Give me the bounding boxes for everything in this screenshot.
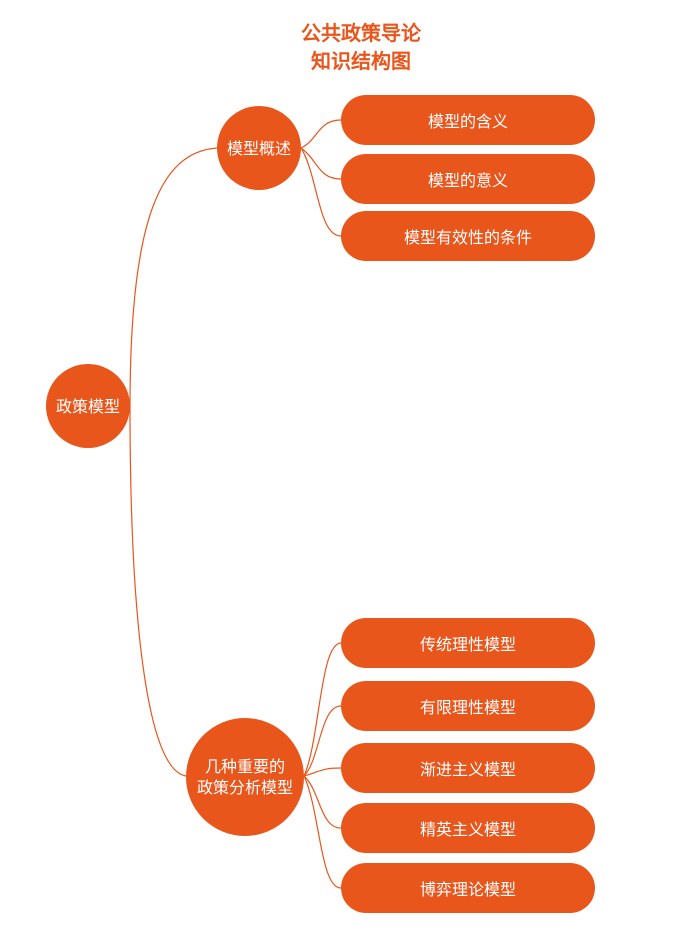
branch-node-label-line2: 政策分析模型	[196, 778, 293, 797]
diagram-title-line1: 公共政策导论	[301, 21, 421, 45]
leaf-node-model-significance[interactable]: 模型的意义	[341, 154, 595, 204]
connector-models-to-leaf1	[303, 642, 342, 777]
connector-models-to-leaf4	[303, 775, 342, 829]
leaf-node-label: 传统理性模型	[419, 635, 516, 654]
leaf-node-label: 博弈理论模型	[419, 880, 516, 899]
connector-models-to-leaf3	[303, 767, 342, 777]
leaf-node-model-meaning[interactable]: 模型的含义	[341, 95, 595, 145]
connector-overview-to-leaf1	[300, 119, 342, 149]
connector-models-to-leaf2	[303, 705, 342, 777]
leaf-node-game-theory[interactable]: 博弈理论模型	[341, 863, 595, 913]
connector-root-to-models	[129, 405, 187, 777]
connector-overview-to-leaf3	[300, 147, 342, 237]
branch-node-label: 模型概述	[226, 138, 291, 158]
branch-node-model-overview[interactable]: 模型概述	[217, 106, 301, 190]
leaf-node-label: 模型的含义	[427, 112, 508, 131]
root-node[interactable]: 政策模型	[46, 364, 130, 448]
leaf-node-label: 有限理性模型	[419, 698, 516, 717]
leaf-node-incrementalism[interactable]: 渐进主义模型	[341, 743, 595, 793]
leaf-node-bounded-rational[interactable]: 有限理性模型	[341, 681, 595, 731]
leaf-node-traditional-rational[interactable]: 传统理性模型	[341, 618, 595, 668]
leaf-node-label: 渐进主义模型	[419, 760, 516, 779]
branch-node-policy-models[interactable]: 几种重要的 政策分析模型	[186, 718, 304, 836]
connector-root-to-overview	[129, 147, 218, 407]
connector-overview-to-leaf2	[300, 147, 342, 180]
leaf-node-model-validity[interactable]: 模型有效性的条件	[341, 211, 595, 261]
leaf-node-label: 精英主义模型	[419, 820, 516, 839]
root-node-label: 政策模型	[55, 396, 120, 416]
branch-node-label-line1: 几种重要的	[204, 757, 285, 776]
leaf-node-label: 模型有效性的条件	[403, 228, 532, 247]
leaf-node-label: 模型的意义	[427, 171, 508, 190]
connector-models-to-leaf5	[303, 775, 342, 889]
leaf-node-elitism[interactable]: 精英主义模型	[341, 803, 595, 853]
diagram-title-line2: 知识结构图	[311, 49, 411, 73]
